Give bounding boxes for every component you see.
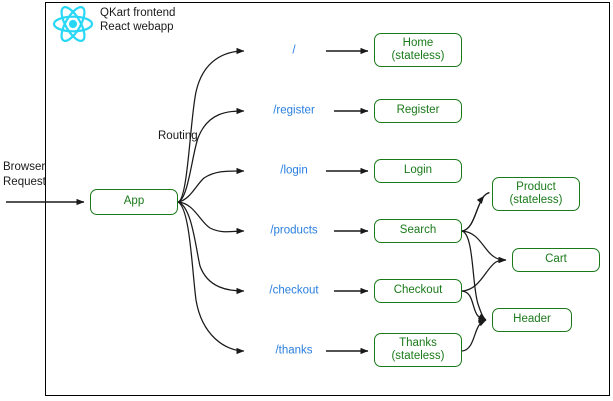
node-thanks-label: Thanks (stateless): [391, 336, 445, 363]
node-cart[interactable]: Cart: [512, 248, 600, 272]
route-label-login[interactable]: /login: [280, 165, 308, 178]
node-home-label: Home (stateless): [391, 36, 445, 63]
node-header-label: Header: [513, 313, 551, 326]
node-checkout[interactable]: Checkout: [374, 279, 462, 303]
node-header[interactable]: Header: [492, 308, 572, 332]
route-text: /checkout: [269, 284, 319, 297]
node-search-label: Search: [399, 224, 437, 237]
node-thanks[interactable]: Thanks (stateless): [374, 333, 462, 367]
route-text: /thanks: [275, 344, 313, 357]
routing-label: Routing: [158, 130, 198, 142]
route-label-thanks[interactable]: /thanks: [275, 345, 312, 358]
node-register[interactable]: Register: [374, 99, 462, 123]
route-label-register[interactable]: /register: [273, 105, 315, 118]
route-label-root[interactable]: /: [292, 45, 295, 58]
node-login-label: Login: [403, 164, 433, 177]
route-text: /products: [270, 224, 318, 237]
node-product-label: Product (stateless): [509, 180, 563, 207]
browser-request-label: Browser Request: [3, 161, 46, 188]
node-home[interactable]: Home (stateless): [374, 33, 462, 67]
route-text: /register: [273, 104, 315, 117]
route-text: /: [292, 44, 296, 57]
node-register-label: Register: [396, 104, 440, 117]
node-app[interactable]: App: [90, 189, 178, 215]
node-product[interactable]: Product (stateless): [492, 177, 580, 211]
react-atom-icon: [52, 5, 94, 43]
route-label-checkout[interactable]: /checkout: [269, 285, 318, 298]
node-login[interactable]: Login: [374, 159, 462, 183]
node-app-label: App: [123, 195, 145, 208]
route-label-products[interactable]: /products: [270, 225, 317, 238]
node-search[interactable]: Search: [374, 219, 462, 243]
node-checkout-label: Checkout: [393, 284, 443, 297]
diagram-title: QKart frontend React webapp: [100, 7, 176, 33]
app-boundary-frame: [45, 2, 610, 396]
route-text: /login: [280, 164, 308, 177]
node-cart-label: Cart: [545, 253, 567, 266]
